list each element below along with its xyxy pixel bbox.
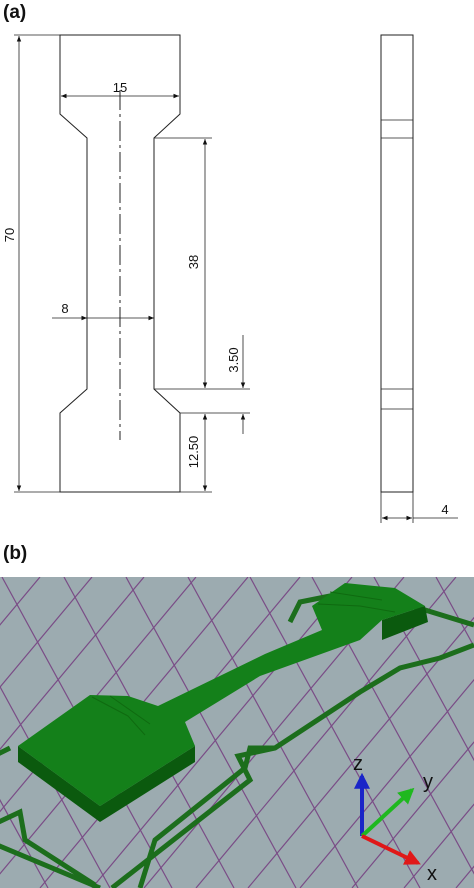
- y-axis-arrow: [360, 787, 415, 838]
- grid-line: [403, 803, 474, 888]
- z-axis-label: z: [353, 753, 363, 775]
- grid-line: [0, 798, 49, 888]
- x-axis-label: x: [427, 863, 437, 885]
- specimen-front-face: [100, 746, 195, 822]
- panel-a-label: (a): [3, 2, 27, 23]
- grid-line: [91, 577, 353, 888]
- panel-b-label: (b): [3, 543, 28, 564]
- specimen-top-face: [18, 583, 425, 806]
- technical-drawing: 70 15 8 38 3.50 12.50 4: [2, 34, 458, 523]
- specimen-right-face: [382, 606, 428, 640]
- grid-line: [435, 577, 474, 648]
- grid-line: [0, 685, 111, 888]
- grip-texture: [91, 591, 396, 736]
- x-axis-arrow: [361, 834, 421, 865]
- grid-line: [299, 678, 474, 888]
- skirt-outline: [0, 587, 474, 888]
- dimension-gauge-width: 8: [61, 301, 68, 316]
- build-plate-grid: [0, 577, 474, 888]
- grid-line: [0, 577, 145, 751]
- grid-line: [187, 577, 359, 888]
- specimen-side-face: [18, 746, 100, 822]
- grid-line: [0, 577, 93, 688]
- dimension-fillet-length: 3.50: [226, 347, 241, 372]
- y-axis-label: y: [423, 771, 433, 793]
- dimension-grip-width: 15: [113, 80, 127, 95]
- grid-line: [195, 577, 457, 888]
- dimension-gauge-length: 38: [186, 255, 201, 269]
- grid-line: [351, 741, 474, 888]
- grid-line: [249, 577, 421, 888]
- dimension-overall-length: 70: [2, 228, 17, 242]
- dimension-thickness: 4: [441, 502, 448, 517]
- dimension-grip-length: 12.50: [186, 436, 201, 469]
- grid-line: [125, 577, 297, 888]
- specimen-side-view: [380, 34, 414, 493]
